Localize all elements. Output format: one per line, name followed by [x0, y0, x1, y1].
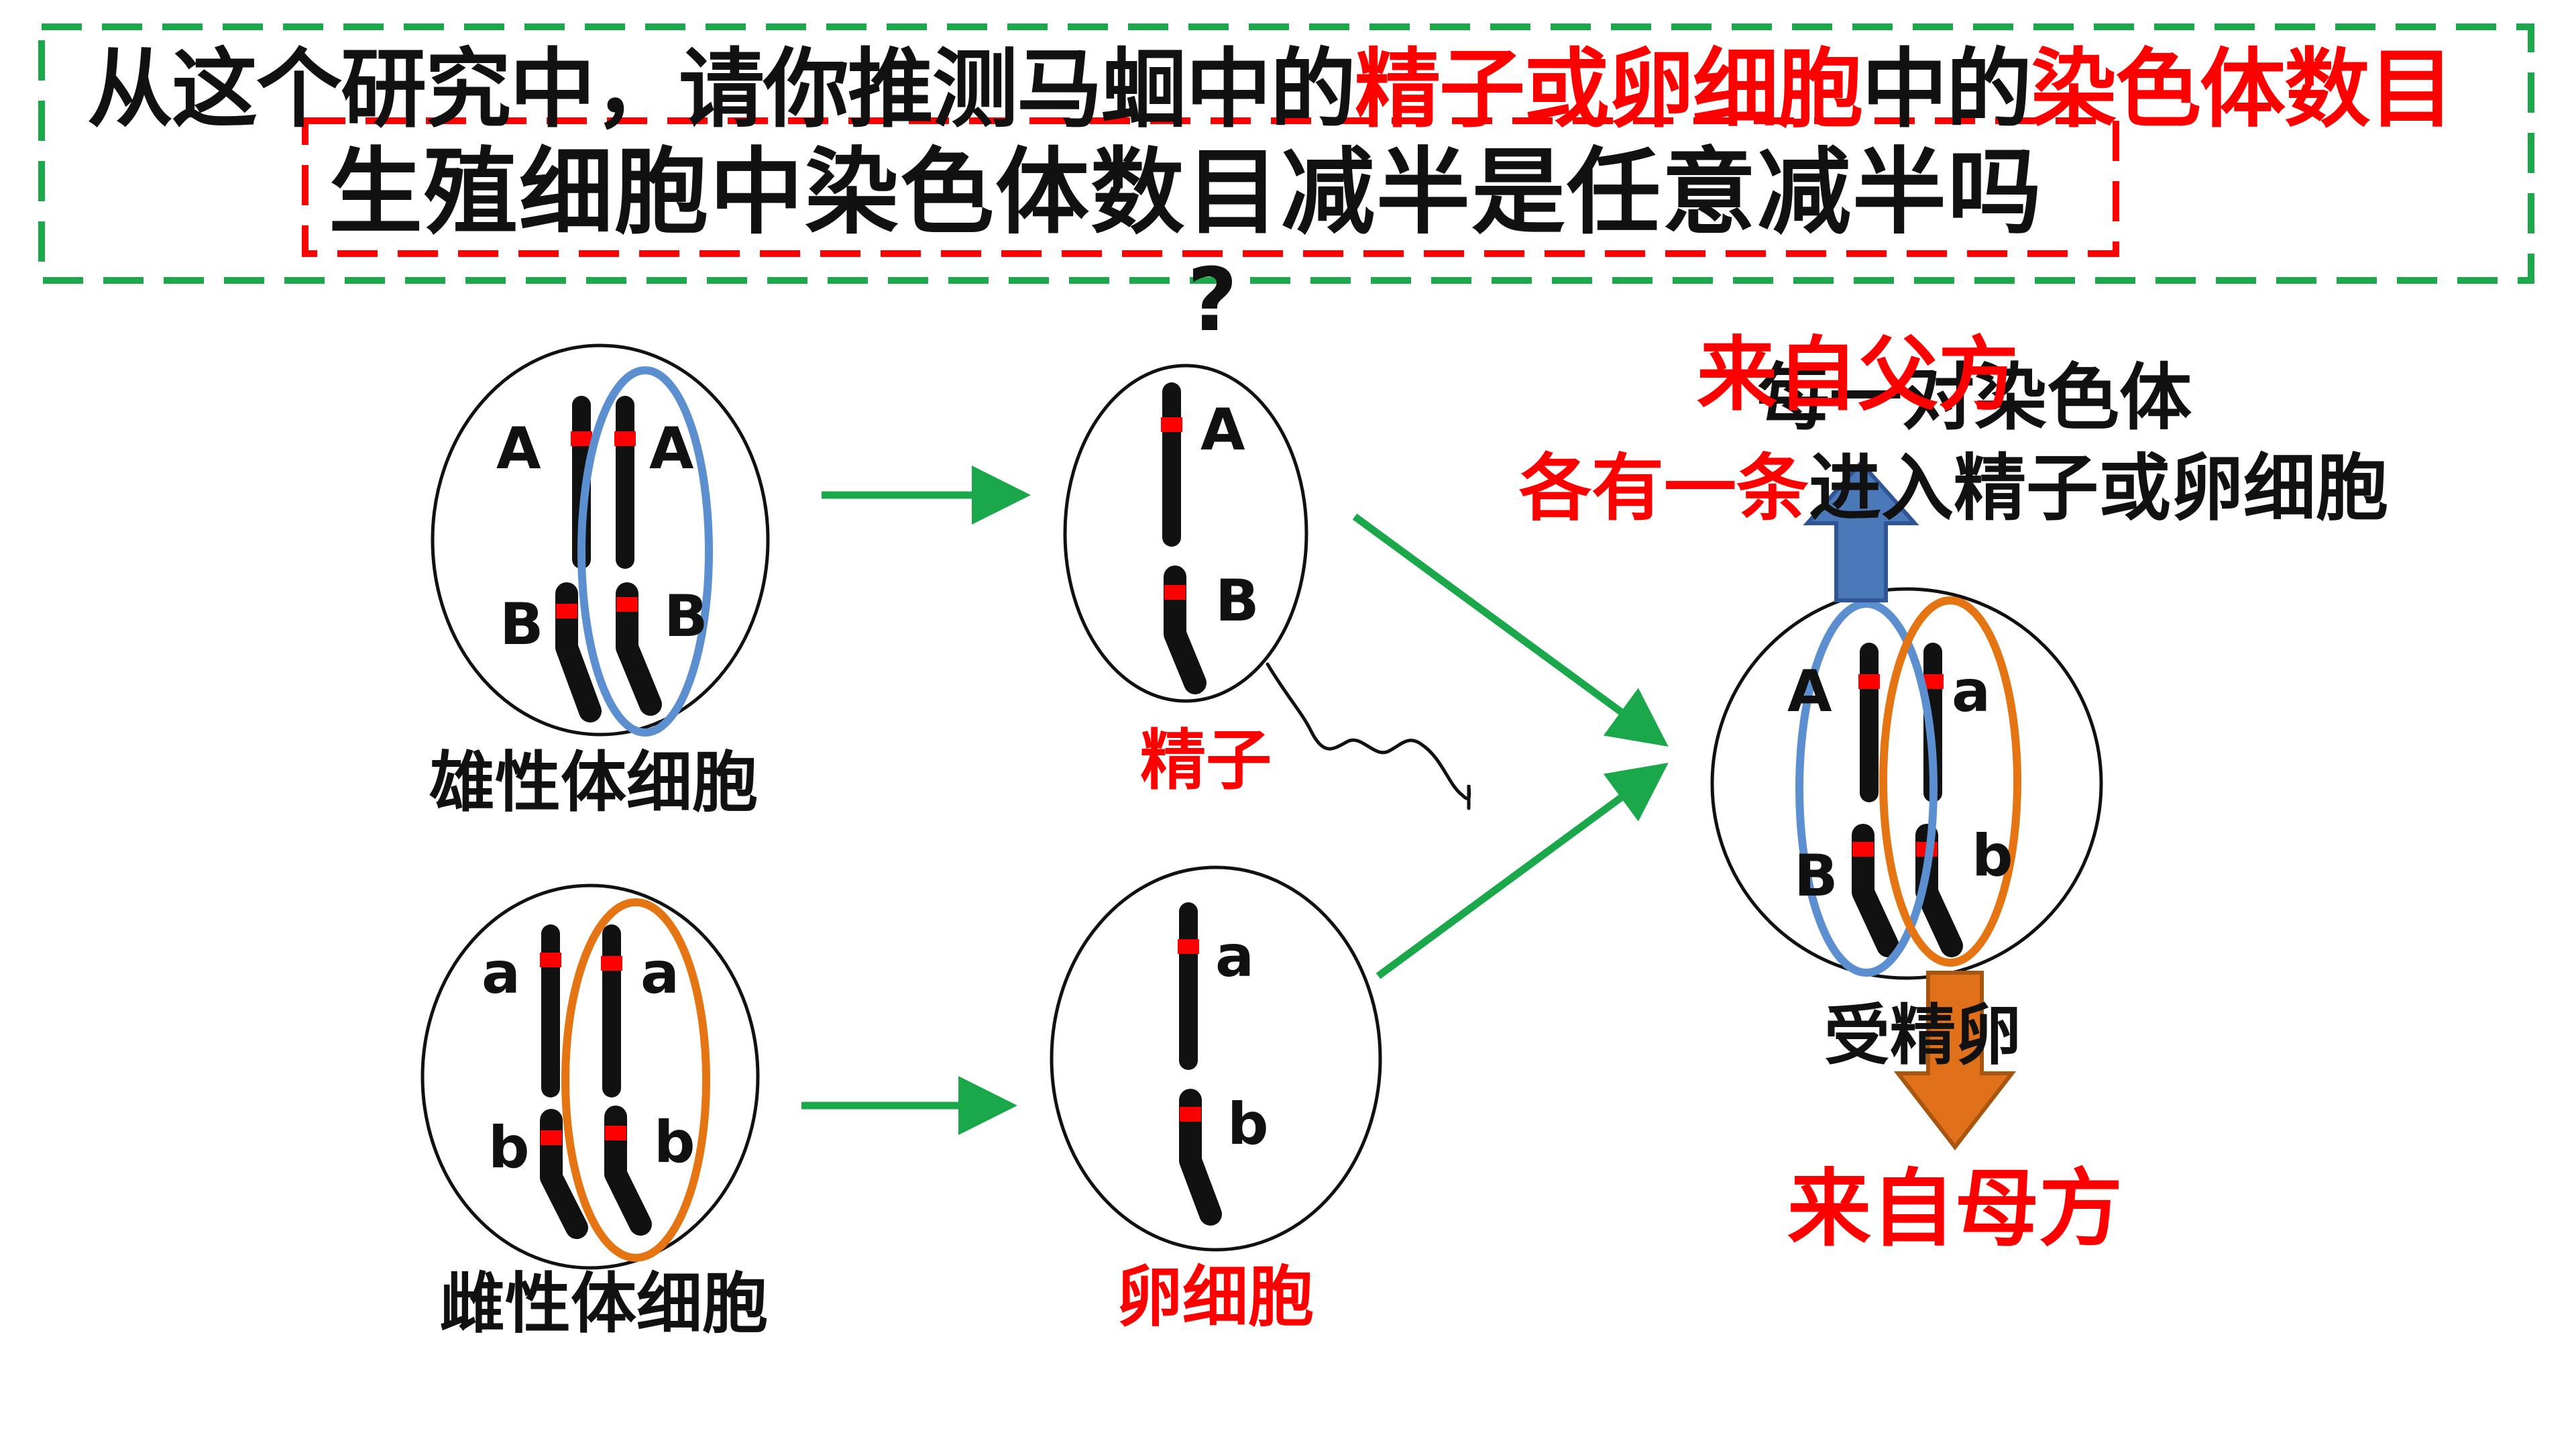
male-cell-label: 雄性体细胞 — [429, 745, 759, 821]
centromere-mark — [1161, 417, 1182, 432]
gene-label: b — [654, 1109, 695, 1176]
sperm-cell-membrane — [1063, 364, 1308, 703]
gene-label: A — [496, 415, 541, 482]
centromere-mark — [1858, 674, 1880, 689]
sperm-tail-icon — [1266, 662, 1471, 810]
chromosome — [1179, 902, 1198, 1070]
question-mark: ? — [1187, 249, 1238, 351]
sperm-cell: A B — [1063, 364, 1471, 810]
chromosome — [1860, 643, 1879, 802]
centromere-mark — [540, 953, 561, 967]
paternal-highlight-blue — [1795, 600, 1938, 977]
homolog-highlight-orange — [561, 898, 710, 1262]
arrow-right-icon — [1352, 513, 1669, 747]
egg-label: 卵细胞 — [1117, 1259, 1314, 1336]
centromere-mark — [1852, 842, 1874, 857]
egg-cell: a b — [1050, 865, 1382, 1252]
arrow-right-icon — [1376, 762, 1669, 979]
one-each-annotation: 各有一条进入精子或卵细胞 — [1519, 453, 2388, 525]
chromosome — [1162, 382, 1181, 547]
egg-cell-membrane — [1050, 865, 1382, 1252]
from-father-label: 来自父方 — [1697, 329, 2019, 422]
subtitle-question: 生殖细胞中染色体数目减半是任意减半吗 — [329, 138, 2043, 248]
maternal-highlight-orange — [1879, 596, 2021, 967]
question-title: 从这个研究中，请你推测马蛔中的精子或卵细胞中的染色体数目 — [87, 47, 2455, 133]
arrow-down-icon — [1893, 971, 2017, 1150]
pair-annotation: 每一对染色体 — [1757, 356, 2192, 440]
gene-label: B — [1794, 843, 1838, 910]
zygote-cell-membrane — [1710, 587, 2103, 980]
centromere-mark — [1180, 1107, 1201, 1122]
female-cell-membrane — [421, 883, 760, 1270]
centromere-mark — [571, 431, 592, 446]
sperm-label: 精子 — [1140, 722, 1272, 799]
gene-label: B — [664, 583, 708, 650]
gene-label: a — [1215, 923, 1254, 990]
centromere-mark — [1178, 939, 1199, 954]
title-text: 从这个研究中，请你推测马蛔中的 — [87, 40, 1356, 140]
chromosome — [541, 924, 560, 1097]
gene-label: b — [488, 1114, 530, 1181]
title-highlight-cells: 精子或卵细胞 — [1355, 40, 1863, 140]
centromere-mark — [614, 431, 636, 446]
outer-dashed-frame — [38, 23, 2534, 284]
homolog-highlight-blue — [577, 366, 713, 737]
inner-dashed-frame — [302, 117, 2119, 257]
arrow-up-icon — [1803, 460, 1919, 602]
centromere-mark — [1164, 585, 1186, 600]
gene-label: a — [1952, 658, 1991, 725]
gene-label: b — [1972, 822, 2013, 890]
gene-label: A — [649, 415, 694, 482]
female-cell-label: 雌性体细胞 — [439, 1266, 769, 1342]
centromere-mark — [541, 1130, 562, 1145]
from-mother-label: 来自母方 — [1787, 1161, 2123, 1258]
chromosome — [616, 396, 634, 569]
gene-label: A — [1200, 396, 1245, 464]
centromere-mark — [605, 1126, 626, 1140]
gene-label: a — [640, 940, 679, 1007]
centromere-mark — [601, 956, 622, 971]
chromosome — [602, 924, 621, 1097]
centromere-mark — [616, 597, 638, 612]
gene-label: A — [1787, 658, 1832, 725]
gene-label: B — [1215, 568, 1259, 635]
male-cell: A A B B — [431, 343, 770, 737]
centromere-mark — [1922, 674, 1944, 689]
one-each-black: 进入精子或卵细胞 — [1809, 447, 2389, 531]
title-highlight-count: 染色体数目 — [2031, 40, 2455, 140]
zygote-label: 受精卵 — [1824, 998, 2022, 1074]
female-cell: a a b b — [421, 883, 760, 1270]
gene-label: a — [482, 940, 520, 1007]
one-each-red: 各有一条 — [1519, 447, 1809, 531]
gene-label: b — [1227, 1091, 1269, 1158]
title-text-mid: 中的 — [1862, 40, 2032, 140]
gene-label: B — [500, 591, 544, 658]
male-cell-membrane — [431, 343, 770, 737]
zygote-cell: A a B b — [1710, 587, 2103, 980]
centromere-mark — [556, 604, 577, 619]
